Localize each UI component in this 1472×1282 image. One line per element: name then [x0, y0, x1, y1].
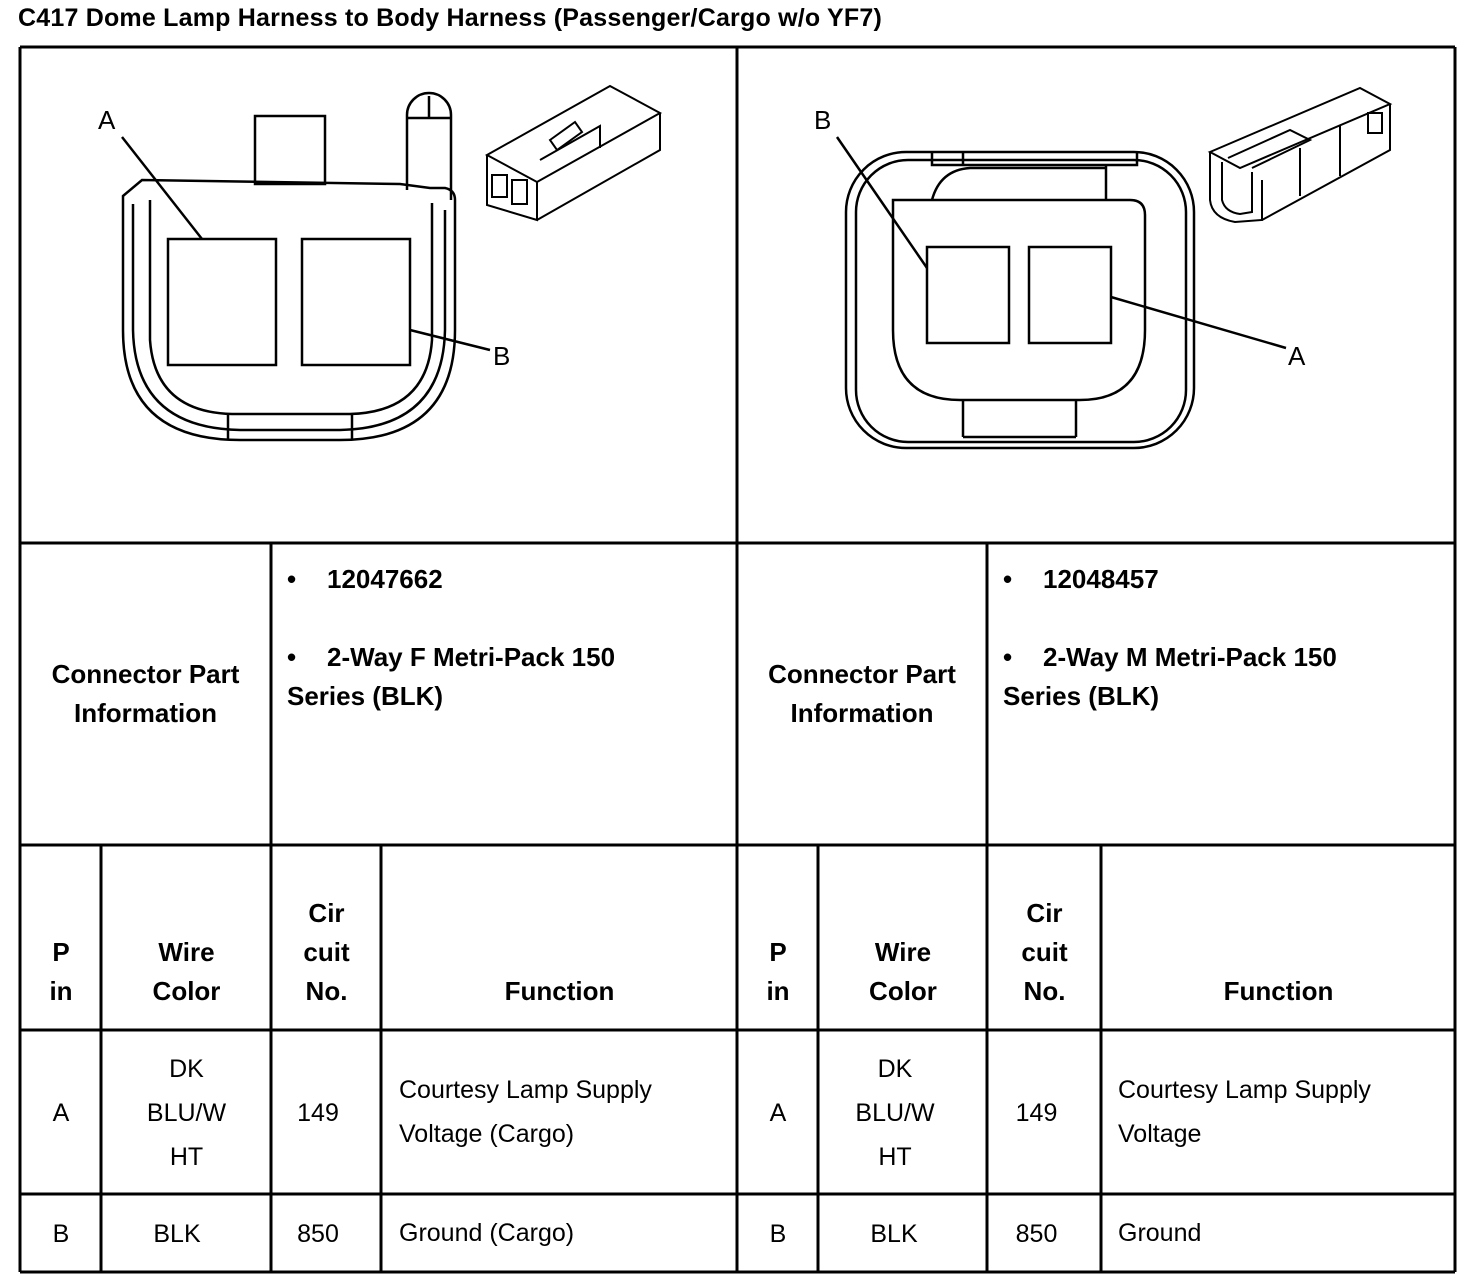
- table-row: B: [769, 1219, 787, 1248]
- table-row: 850: [1015, 1219, 1058, 1248]
- right-part-number: •12048457: [1003, 564, 1159, 594]
- left-part-number: •12047662: [287, 564, 443, 594]
- right-part-info-label: Connector Part Information: [768, 659, 956, 728]
- right-pin-b-label: B: [814, 105, 831, 135]
- left-connector-diagram: A B: [98, 84, 663, 442]
- right-connector-thumbnail: [1207, 86, 1393, 224]
- right-pin-a-label: A: [1288, 341, 1306, 371]
- table-row: A: [769, 1098, 787, 1127]
- right-part-info-value: •12048457 •2-Way M Metri-Pack 150 Series…: [1003, 560, 1443, 716]
- table-row: Ground (Cargo): [399, 1219, 575, 1247]
- page-title: C417 Dome Lamp Harness to Body Harness (…: [18, 4, 882, 32]
- left-part-info-label: Connector Part Information: [51, 659, 240, 728]
- right-header-function: Function: [1223, 976, 1334, 1006]
- table-row: A: [52, 1098, 70, 1127]
- left-part-description: •2-Way F Metri-Pack 150: [287, 642, 616, 672]
- table-row: Ground: [1118, 1219, 1202, 1247]
- left-pin-a-label: A: [98, 105, 116, 135]
- right-part-description: •2-Way M Metri-Pack 150: [1003, 642, 1337, 672]
- table-row: 149: [297, 1098, 339, 1127]
- table-row: 149: [1015, 1098, 1058, 1127]
- left-pin-b-label: B: [493, 341, 510, 371]
- left-header-function: Function: [504, 976, 615, 1006]
- table-row: B: [52, 1219, 70, 1248]
- table-row: BLK: [870, 1219, 918, 1248]
- right-connector-diagram: B A: [814, 86, 1393, 450]
- left-part-info-value: •12047662 •2-Way F Metri-Pack 150 Series…: [287, 560, 727, 716]
- left-connector-thumbnail: [484, 84, 663, 222]
- table-row: 850: [297, 1219, 339, 1248]
- table-row: BLK: [153, 1219, 201, 1248]
